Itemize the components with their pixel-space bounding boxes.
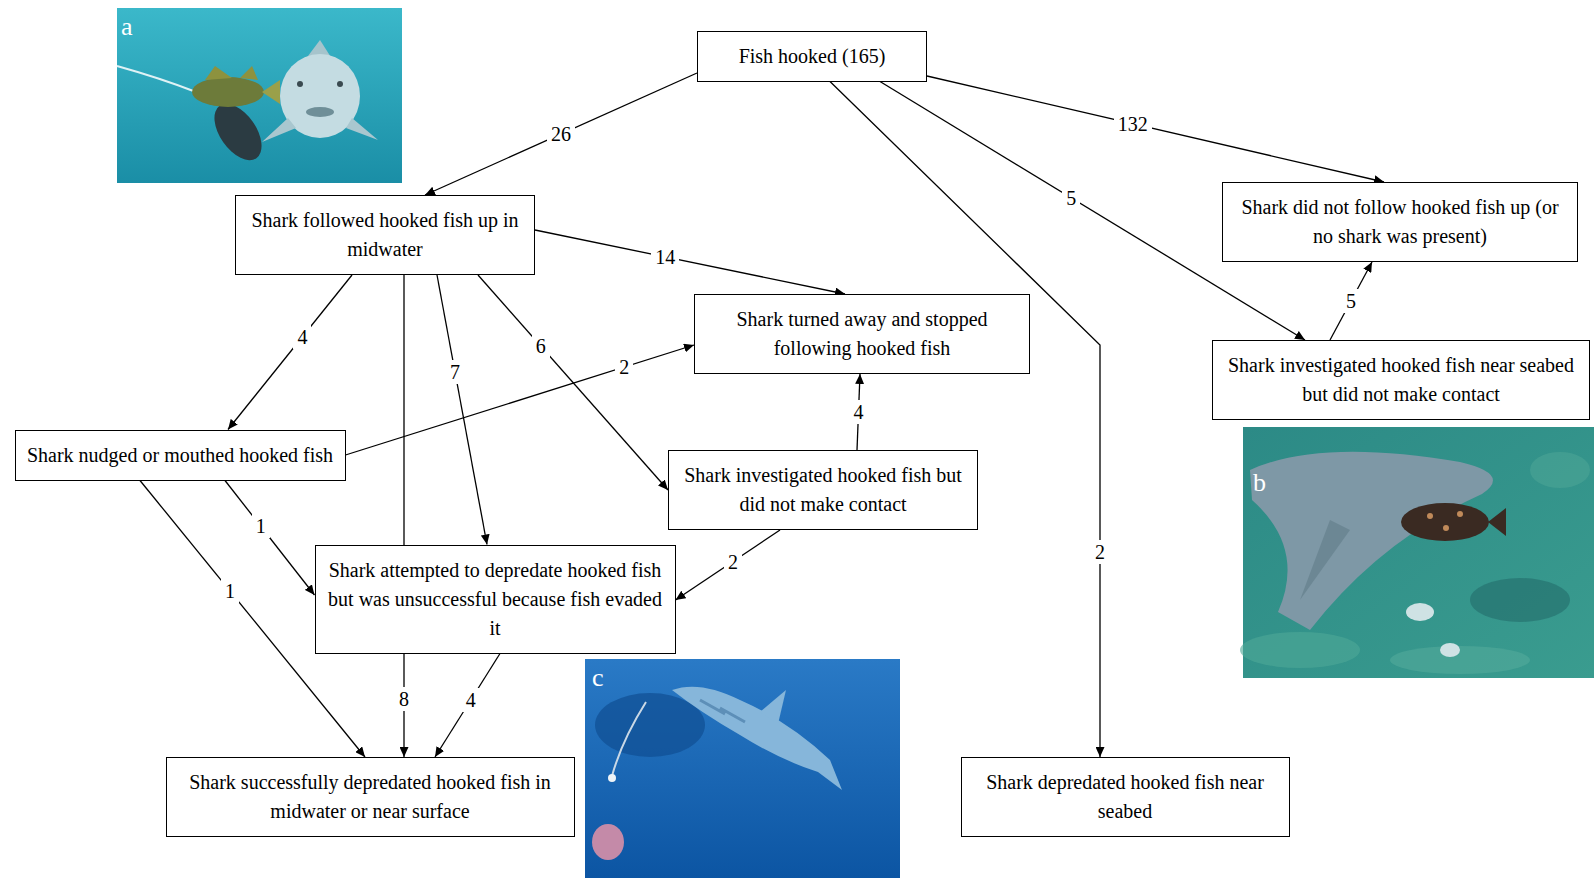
connector-arrow: [927, 76, 1384, 182]
panel-letter: b: [1253, 470, 1266, 496]
edge-count-label: 8: [395, 687, 413, 711]
hooked-fish: [192, 77, 264, 107]
process-box: Shark investigated hooked fish but did n…: [668, 450, 978, 530]
connector-arrow: [535, 230, 845, 294]
connector-arrow: [403, 275, 404, 757]
dark-object: [205, 95, 271, 168]
shark-stripe: [700, 700, 745, 722]
edge-count-label: 2: [724, 550, 742, 574]
shark-silhouette: [672, 687, 842, 790]
float-line: [612, 702, 646, 776]
edge-count-label: 2: [1091, 540, 1109, 564]
edge-count-label: 2: [615, 355, 633, 379]
box-text: Shark investigated hooked fish near seab…: [1223, 351, 1579, 409]
fish-fins: [205, 66, 258, 80]
remora: [1440, 643, 1460, 657]
shark-eye: [337, 81, 343, 87]
connector-arrow: [437, 275, 487, 545]
connector-arrow: [425, 73, 697, 195]
seabed-patch: [1240, 632, 1360, 668]
process-box: Shark investigated hooked fish near seab…: [1212, 340, 1590, 420]
edge-count-label: 14: [651, 245, 679, 269]
box-text: Shark depredated hooked fish near seabed: [972, 768, 1279, 826]
remora: [1406, 603, 1434, 621]
seabed-patch: [1470, 578, 1570, 622]
edge-count-label: 132: [1114, 112, 1152, 136]
edge-count-label: 26: [547, 122, 575, 146]
box-text: Fish hooked (165): [708, 42, 916, 71]
grouper-fish: [1401, 503, 1489, 541]
process-box: Shark nudged or mouthed hooked fish: [15, 430, 346, 481]
photo-ground: [585, 659, 900, 878]
jellyfish: [592, 824, 624, 860]
box-text: Shark turned away and stopped following …: [705, 305, 1019, 363]
connector-arrow: [225, 481, 315, 596]
fish-tail: [262, 80, 280, 104]
process-box: Shark followed hooked fish up in midwate…: [235, 195, 535, 275]
shark-mouth: [306, 107, 334, 117]
process-box: Shark did not follow hooked fish up (or …: [1222, 182, 1578, 262]
fishing-line: [117, 66, 196, 92]
shark-eye: [297, 81, 303, 87]
process-box: Shark successfully depredated hooked fis…: [166, 757, 575, 837]
shark-fin: [1300, 520, 1350, 600]
edge-count-label: 1: [221, 579, 239, 603]
connector-arrow: [478, 275, 668, 490]
edge-count-label: 7: [446, 360, 464, 384]
panel-letter: c: [592, 665, 604, 691]
photo-c: [585, 659, 900, 878]
connector-arrow: [830, 82, 1100, 758]
seabed-patch: [1530, 452, 1590, 488]
box-text: Shark nudged or mouthed hooked fish: [26, 441, 335, 470]
connector-arrow: [1330, 262, 1372, 340]
connector-arrow: [676, 530, 781, 600]
process-box: Shark attempted to depredate hooked fish…: [315, 545, 676, 654]
shark-body: [1250, 452, 1493, 630]
process-box: Shark depredated hooked fish near seabed: [961, 757, 1290, 837]
connector-arrow: [435, 654, 500, 758]
panel-letter: a: [121, 14, 133, 40]
photo-a: [117, 8, 402, 183]
process-box: Shark turned away and stopped following …: [694, 294, 1030, 374]
connector-arrow: [346, 345, 695, 455]
edge-count-label: 4: [850, 400, 868, 424]
photo-b: [1240, 427, 1594, 678]
edge-count-label: 4: [462, 688, 480, 712]
box-text: Shark followed hooked fish up in midwate…: [246, 206, 524, 264]
connector-arrow: [228, 275, 352, 430]
shark-pectoral: [262, 118, 378, 142]
edge-count-label: 5: [1342, 289, 1360, 313]
box-text: Shark investigated hooked fish but did n…: [679, 461, 967, 519]
photo-ground: [117, 8, 402, 183]
fish-tail: [1488, 508, 1506, 536]
float: [608, 774, 616, 782]
edge-count-label: 4: [293, 325, 311, 349]
box-text: Shark attempted to depredate hooked fish…: [326, 556, 665, 643]
seabed-patch: [1390, 646, 1530, 674]
box-text: Shark did not follow hooked fish up (or …: [1233, 193, 1567, 251]
shadow-fish: [595, 693, 705, 757]
edge-count-label: 1: [252, 514, 270, 538]
edge-count-label: 5: [1062, 186, 1080, 210]
box-text: Shark successfully depredated hooked fis…: [177, 768, 564, 826]
edge-count-label: 6: [532, 334, 550, 358]
process-box: Fish hooked (165): [697, 31, 927, 82]
shark-fin: [760, 690, 786, 724]
